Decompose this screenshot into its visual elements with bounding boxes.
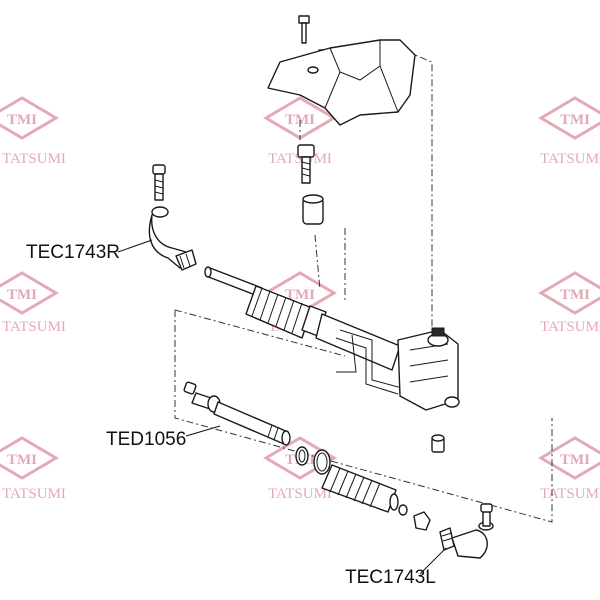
watermark-logo: TMI (0, 96, 59, 140)
watermark-logo: TMI (538, 96, 600, 140)
svg-text:TMI: TMI (7, 112, 37, 128)
callout-tec1743l: TEC1743L (345, 567, 436, 588)
tie-rod-end-left-part (439, 503, 494, 559)
callout-ted1056: TED1056 (106, 429, 186, 450)
watermark-brand: TATSUMI (540, 151, 600, 167)
watermark-logo: TMI (538, 436, 600, 480)
callout-tec1743r: TEC1743R (26, 242, 120, 263)
svg-text:TMI: TMI (560, 287, 590, 303)
lock-nut (431, 434, 445, 453)
tie-rod-end-right-part (148, 164, 197, 271)
steering-rack-assembly (204, 266, 460, 411)
watermark-brand: TATSUMI (2, 486, 66, 502)
leader-line-tec1743l (419, 547, 447, 575)
mounting-bolt (297, 144, 315, 184)
watermark-brand: TATSUMI (268, 486, 332, 502)
watermark-brand: TATSUMI (540, 319, 600, 335)
small-clip (398, 504, 408, 516)
inner-tie-rod-part (183, 381, 291, 446)
svg-text:TMI: TMI (7, 452, 37, 468)
svg-text:TMI: TMI (285, 287, 315, 303)
watermark-brand: TATSUMI (2, 319, 66, 335)
leader-line-tec1743r (117, 239, 153, 253)
watermark-brand: TATSUMI (540, 486, 600, 502)
svg-text:TMI: TMI (7, 287, 37, 303)
watermark-logo: TMI (0, 271, 59, 315)
watermark-logo: TMI (0, 436, 59, 480)
mounting-bracket (267, 39, 416, 126)
boot-ring (295, 446, 309, 466)
top-bolt (298, 15, 310, 44)
watermark-logo: TMI (538, 271, 600, 315)
jam-nut (413, 511, 431, 531)
svg-text:TMI: TMI (560, 452, 590, 468)
boot-clamp (313, 449, 331, 475)
svg-text:TMI: TMI (560, 112, 590, 128)
watermark-brand: TATSUMI (2, 151, 66, 167)
bellows-boot-left (321, 464, 399, 513)
leader-line-ted1056 (185, 425, 221, 437)
watermark-brand: TATSUMI (268, 151, 332, 167)
mounting-bushing (302, 194, 324, 225)
watermark-layer: TMI TMI TMI TMI TMI TMI TMI TMI (0, 96, 600, 502)
